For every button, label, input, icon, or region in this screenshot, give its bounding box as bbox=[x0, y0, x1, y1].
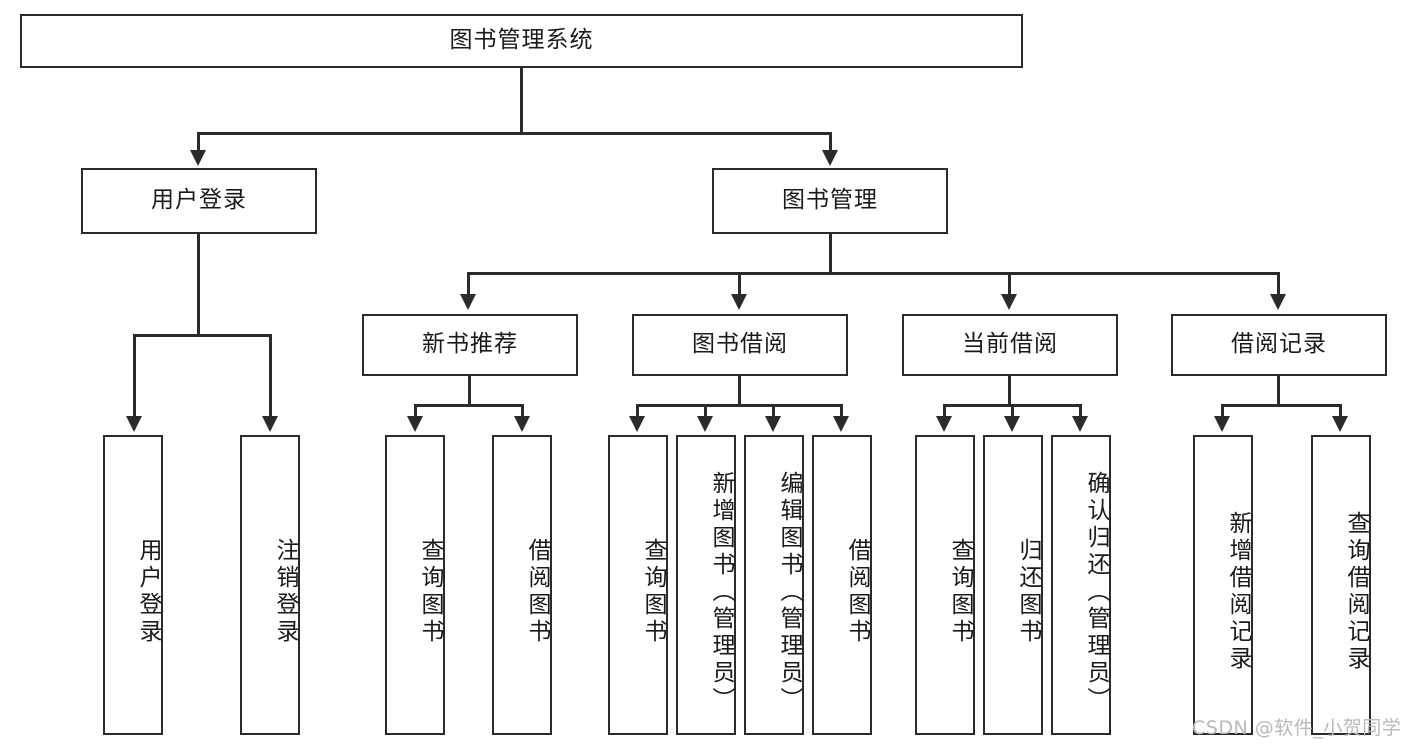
arrow-icon-record-leaf1 bbox=[1214, 416, 1230, 432]
node-root[interactable]: 图书管理系统 bbox=[20, 14, 1023, 68]
node-book-manage-label: 图书管理 bbox=[782, 187, 878, 214]
arrow-icon-borrow-leaf2 bbox=[697, 416, 713, 432]
edge-current-stem bbox=[1008, 376, 1011, 406]
edge-manage-bus bbox=[467, 272, 1280, 275]
leaf-borrow-query-book[interactable]: 查询图书 bbox=[608, 435, 668, 735]
edge-manage-to-borrow bbox=[738, 272, 741, 296]
leaf-current-query-book[interactable]: 查询图书 bbox=[915, 435, 975, 735]
edge-borrow-leaf2 bbox=[704, 404, 707, 418]
leaf-borrow-book[interactable]: 借阅图书 bbox=[812, 435, 872, 735]
node-book-borrow[interactable]: 图书借阅 bbox=[632, 314, 848, 376]
leaf-confirm-return-admin[interactable]: 确认归还（管理员） bbox=[1051, 435, 1111, 735]
edge-borrow-stem bbox=[738, 376, 741, 406]
leaf-logout-label: 注销登录 bbox=[272, 538, 298, 646]
node-borrow-record-label: 借阅记录 bbox=[1231, 331, 1327, 358]
arrow-icon-borrow-leaf4 bbox=[833, 416, 849, 432]
edge-record-bus bbox=[1221, 404, 1341, 407]
arrow-icon-new-leaf2 bbox=[514, 416, 530, 432]
edge-new-leaf1 bbox=[414, 404, 417, 418]
node-current-borrow[interactable]: 当前借阅 bbox=[902, 314, 1118, 376]
edge-borrow-leaf3 bbox=[772, 404, 775, 418]
arrow-icon-manage-borrow bbox=[731, 294, 747, 310]
leaf-user-login-label: 用户登录 bbox=[135, 538, 161, 646]
edge-borrow-bus bbox=[636, 404, 843, 407]
edge-current-leaf1 bbox=[943, 404, 946, 418]
arrow-icon-borrow-leaf1 bbox=[629, 416, 645, 432]
arrow-icon-login-leaf2 bbox=[262, 416, 278, 432]
leaf-new-borrow-book-label: 借阅图书 bbox=[524, 538, 550, 646]
edge-manage-to-new bbox=[467, 272, 470, 296]
edge-record-leaf1 bbox=[1221, 404, 1224, 418]
leaf-logout[interactable]: 注销登录 bbox=[240, 435, 300, 735]
node-user-login-label: 用户登录 bbox=[151, 187, 247, 214]
node-user-login[interactable]: 用户登录 bbox=[81, 168, 317, 234]
node-new-book-recommend-label: 新书推荐 bbox=[422, 331, 518, 358]
leaf-edit-book-admin-label: 编辑图书（管理员） bbox=[776, 470, 802, 714]
edge-manage-to-current bbox=[1008, 272, 1011, 296]
leaf-borrow-book-label: 借阅图书 bbox=[844, 538, 870, 646]
leaf-new-query-book[interactable]: 查询图书 bbox=[385, 435, 445, 735]
leaf-add-book-admin[interactable]: 新增图书（管理员） bbox=[676, 435, 736, 735]
edge-manage-stem bbox=[829, 234, 832, 274]
node-book-borrow-label: 图书借阅 bbox=[692, 331, 788, 358]
arrow-icon-manage-current bbox=[1001, 294, 1017, 310]
arrow-icon-login-leaf1 bbox=[126, 416, 142, 432]
edge-login-bus bbox=[133, 334, 272, 337]
arrow-icon-manage-record bbox=[1270, 294, 1286, 310]
csdn-watermark: CSDN @软件_小贺同学 bbox=[1192, 717, 1402, 739]
arrow-icon-current-leaf3 bbox=[1072, 416, 1088, 432]
arrow-icon-borrow-leaf3 bbox=[765, 416, 781, 432]
edge-root-bus bbox=[197, 132, 831, 135]
arrow-icon-root-to-login bbox=[190, 150, 206, 166]
edge-borrow-leaf1 bbox=[636, 404, 639, 418]
leaf-return-book-label: 归还图书 bbox=[1015, 538, 1041, 646]
leaf-current-query-book-label: 查询图书 bbox=[947, 538, 973, 646]
edge-root-to-manage bbox=[829, 132, 832, 152]
edge-login-stem bbox=[197, 234, 200, 336]
edge-current-leaf3 bbox=[1079, 404, 1082, 418]
leaf-new-borrow-book[interactable]: 借阅图书 bbox=[492, 435, 552, 735]
edge-new-bus bbox=[414, 404, 524, 407]
node-borrow-record[interactable]: 借阅记录 bbox=[1171, 314, 1387, 376]
arrow-icon-current-leaf2 bbox=[1004, 416, 1020, 432]
leaf-borrow-query-book-label: 查询图书 bbox=[640, 538, 666, 646]
node-book-manage[interactable]: 图书管理 bbox=[712, 168, 948, 234]
leaf-new-query-book-label: 查询图书 bbox=[417, 538, 443, 646]
node-new-book-recommend[interactable]: 新书推荐 bbox=[362, 314, 578, 376]
arrow-icon-record-leaf2 bbox=[1332, 416, 1348, 432]
edge-record-stem bbox=[1277, 376, 1280, 406]
edge-current-leaf2 bbox=[1011, 404, 1014, 418]
edge-new-leaf2 bbox=[521, 404, 524, 418]
arrow-icon-current-leaf1 bbox=[936, 416, 952, 432]
edge-login-to-leaf2 bbox=[269, 334, 272, 418]
leaf-add-borrow-record-label: 新增借阅记录 bbox=[1225, 511, 1251, 673]
edge-borrow-leaf4 bbox=[840, 404, 843, 418]
edge-record-leaf2 bbox=[1339, 404, 1342, 418]
leaf-add-book-admin-label: 新增图书（管理员） bbox=[708, 470, 734, 714]
leaf-add-borrow-record[interactable]: 新增借阅记录 bbox=[1193, 435, 1253, 735]
node-current-borrow-label: 当前借阅 bbox=[962, 331, 1058, 358]
leaf-query-borrow-record-label: 查询借阅记录 bbox=[1343, 511, 1369, 673]
edge-login-to-leaf1 bbox=[133, 334, 136, 418]
arrow-icon-manage-new bbox=[460, 294, 476, 310]
leaf-query-borrow-record[interactable]: 查询借阅记录 bbox=[1311, 435, 1371, 735]
leaf-return-book[interactable]: 归还图书 bbox=[983, 435, 1043, 735]
leaf-confirm-return-admin-label: 确认归还（管理员） bbox=[1083, 470, 1109, 714]
arrow-icon-new-leaf1 bbox=[407, 416, 423, 432]
edge-new-stem bbox=[468, 376, 471, 406]
leaf-edit-book-admin[interactable]: 编辑图书（管理员） bbox=[744, 435, 804, 735]
node-root-label: 图书管理系统 bbox=[449, 27, 594, 54]
edge-manage-to-record bbox=[1277, 272, 1280, 296]
arrow-icon-root-to-manage bbox=[822, 150, 838, 166]
edge-root-to-login bbox=[197, 132, 200, 152]
edge-root-stem bbox=[520, 68, 523, 134]
leaf-user-login[interactable]: 用户登录 bbox=[103, 435, 163, 735]
